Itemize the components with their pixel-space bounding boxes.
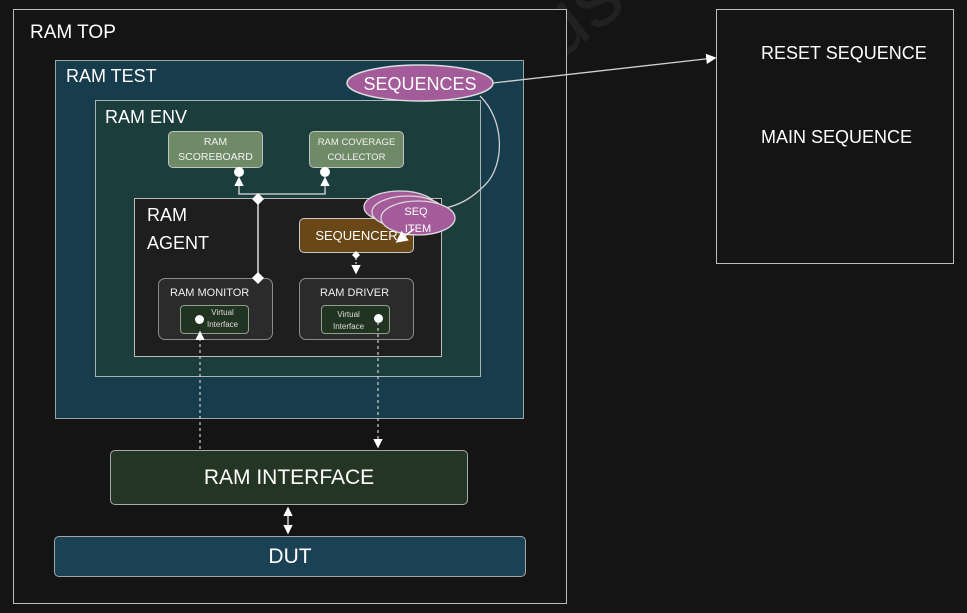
driver-port-dot — [374, 314, 383, 323]
coverage-export-dot — [320, 167, 330, 177]
analysis-branch-line — [238, 190, 326, 195]
analysis-port-diamond-top — [252, 193, 264, 205]
ram-agent-label-line1: RAM — [147, 205, 187, 225]
seq-item-label-line2: ITEM — [405, 223, 431, 235]
monitor-analysis-port-diamond — [252, 272, 264, 284]
ram-env-label: RAM ENV — [105, 107, 188, 127]
coverage-collector-label: RAM COVERAGE COLLECTOR — [317, 136, 396, 163]
ram-top-label: RAM TOP — [30, 22, 116, 43]
reset-sequence-label: RESET SEQUENCE — [761, 43, 927, 63]
coverage-collector-box: RAM COVERAGE COLLECTOR — [309, 131, 404, 168]
main-sequence-label: MAIN SEQUENCE — [761, 127, 913, 147]
monitor-virtual-interface-label: Virtual Interface — [207, 308, 239, 329]
ram-agent-label-line2: AGENT — [147, 233, 210, 253]
monitor-label: RAM MONITOR — [170, 287, 250, 299]
sequences-to-panel-arrow — [492, 53, 717, 84]
ram-test-label: RAM TEST — [66, 66, 157, 86]
monitor-port-dot — [195, 315, 204, 324]
scoreboard-box: RAM SCOREBOARD — [168, 131, 263, 168]
scoreboard-export-dot — [234, 167, 244, 177]
sequencer-label: SEQUENCER — [315, 228, 398, 243]
ram-interface-label: RAM INTERFACE — [203, 465, 375, 489]
dut-box: DUT — [54, 536, 526, 577]
sequencer-port-diamond — [352, 251, 360, 259]
driver-label: RAM DRIVER — [320, 287, 390, 299]
sequences-to-item-curve — [444, 95, 501, 209]
sequence-list-panel — [716, 9, 954, 264]
dut-label: DUT — [268, 544, 312, 568]
ram-interface-box: RAM INTERFACE — [110, 450, 468, 505]
seq-item-bubble-front — [380, 200, 456, 236]
sequences-label: SEQUENCES — [363, 74, 476, 94]
seq-item-label-line1: SEQ — [404, 206, 428, 218]
driver-virtual-interface-label: Virtual Interface — [333, 310, 365, 331]
seq-item-to-sequencer-arrow — [395, 228, 415, 243]
monitor-virtual-interface-box — [180, 305, 249, 334]
scoreboard-label: RAM SCOREBOARD — [178, 135, 253, 163]
